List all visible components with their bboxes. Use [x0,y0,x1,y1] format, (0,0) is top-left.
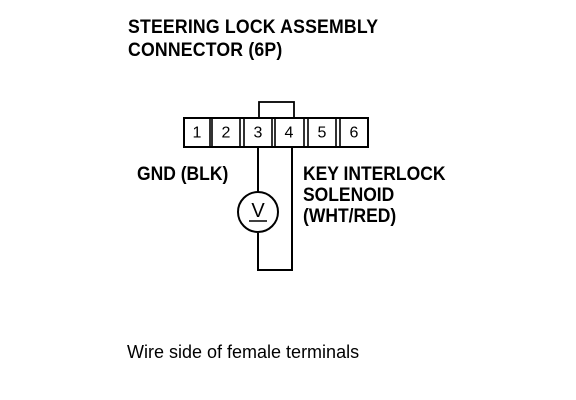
pin-number-5: 5 [318,125,327,142]
pin-cell-2 [211,117,241,148]
test-leads [257,147,293,271]
solenoid-label: KEY INTERLOCK SOLENOID (WHT/RED) [303,164,445,227]
pin-cell-1 [183,117,211,148]
voltmeter-circle [237,191,279,233]
voltmeter-icon: V [237,191,279,233]
solenoid-label-line-1: KEY INTERLOCK [303,164,446,185]
pin-number-6: 6 [350,125,359,142]
pin-number-1: 1 [193,125,202,142]
diagram-title: STEERING LOCK ASSEMBLY CONNECTOR (6P) [128,16,378,62]
connector-body: 1 2 3 4 5 6 [183,117,369,148]
title-line-2: CONNECTOR (6P) [128,40,283,61]
pin-number-4: 4 [285,125,294,142]
title-line-1: STEERING LOCK ASSEMBLY [128,17,379,38]
pin-cell-6 [339,117,369,148]
pin-number-2: 2 [222,125,231,142]
pin-cell-5 [307,117,337,148]
pin-cell-4 [274,117,305,148]
gnd-label: GND (BLK) [137,164,229,185]
diagram-caption: Wire side of female terminals [127,342,360,362]
voltmeter-symbol: V [251,200,265,222]
solenoid-label-line-2: SOLENOID [303,185,395,206]
pin-number-3: 3 [254,125,263,142]
solenoid-label-line-3: (WHT/RED) [303,206,397,227]
